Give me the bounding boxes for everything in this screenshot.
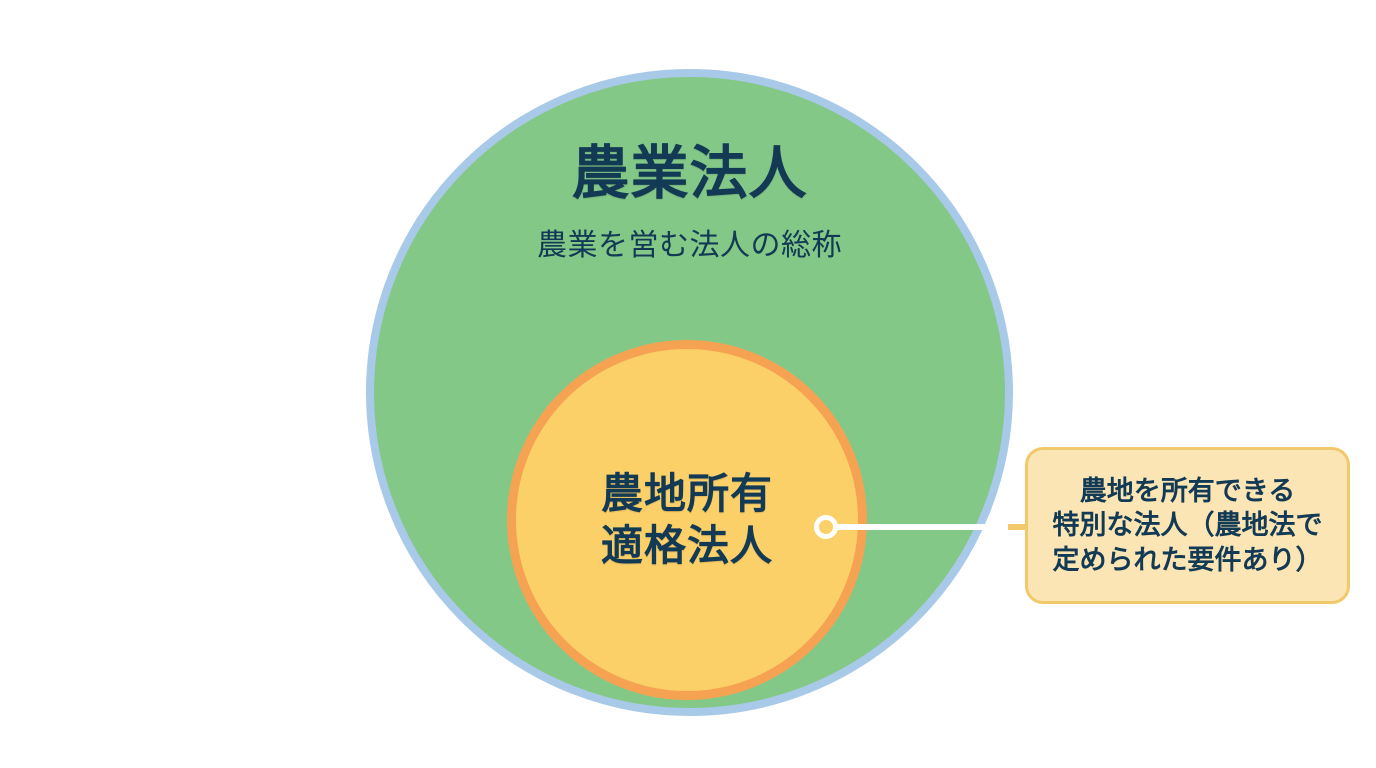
inner-circle-title-line-1: 農地所有 — [600, 469, 773, 517]
callout-text: 農地を所有できる 特別な法人（農地法で 定められた要件あり） — [1053, 474, 1323, 578]
connector-line-inner-segment — [834, 524, 1014, 530]
callout-text-line-2: 特別な法人（農地法で — [1052, 510, 1323, 541]
callout-text-line-3: 定められた要件あり） — [1052, 544, 1323, 575]
inner-circle-title-line-2: 適格法人 — [600, 522, 773, 569]
callout-box: 農地を所有できる 特別な法人（農地法で 定められた要件あり） — [1025, 447, 1350, 604]
connector-line-outer-segment — [1008, 524, 1030, 530]
inner-circle-farmland-owning-qualified-corporation: 農地所有 適格法人 — [507, 340, 867, 700]
inner-circle-title: 農地所有 適格法人 — [601, 468, 773, 573]
callout-text-line-1: 農地を所有できる — [1079, 475, 1296, 506]
